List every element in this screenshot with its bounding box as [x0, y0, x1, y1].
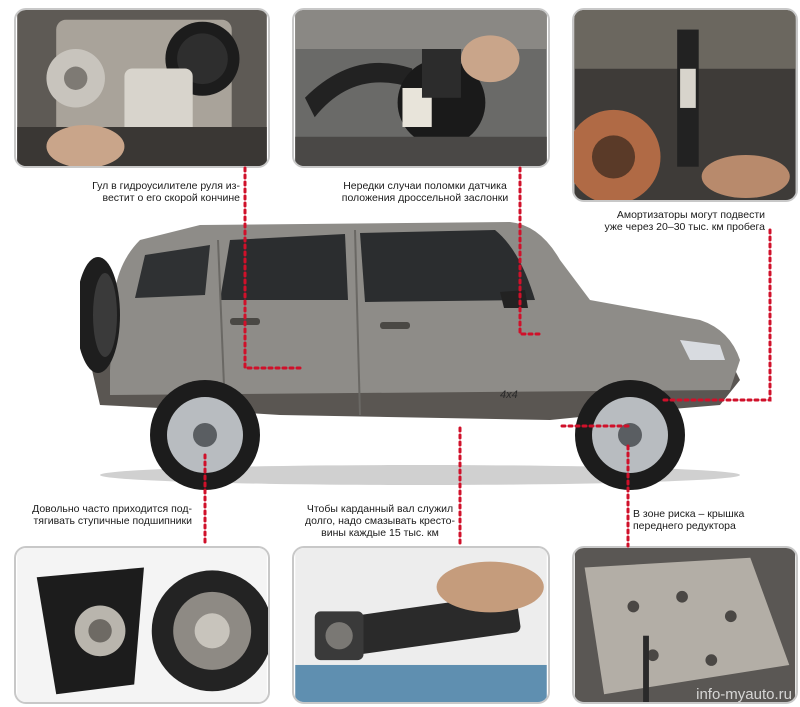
caption-cardan-shaft: Чтобы карданный вал служил долго, надо с…	[304, 503, 456, 539]
photo-shock-absorber	[572, 8, 798, 202]
photo-hub-bearings	[14, 546, 270, 704]
cardan-shaft-image	[295, 548, 547, 702]
front-reducer-image	[574, 548, 796, 702]
watermark: info-myauto.ru	[696, 686, 792, 703]
caption-throttle-sensor: Нередки случаи поломки датчика положения…	[341, 180, 509, 204]
car-image: 4x4	[80, 222, 740, 490]
caption-hub-bearings: Довольно часто приходится под- тягивать …	[32, 503, 192, 527]
caption-front-reducer: В зоне риска – крышка переднего редуктор…	[633, 508, 745, 532]
photo-throttle-sensor	[292, 8, 550, 168]
shock-absorber-image	[574, 10, 796, 200]
caption-power-steering: Гул в гидроусилителе руля из- вестит о е…	[92, 180, 240, 204]
photo-cardan-shaft	[292, 546, 550, 704]
car-badge: 4x4	[500, 389, 518, 401]
hub-bearings-image	[17, 548, 268, 702]
photo-power-steering	[14, 8, 270, 168]
power-steering-image	[17, 10, 267, 166]
throttle-sensor-image	[295, 10, 547, 166]
photo-front-reducer	[572, 546, 798, 704]
